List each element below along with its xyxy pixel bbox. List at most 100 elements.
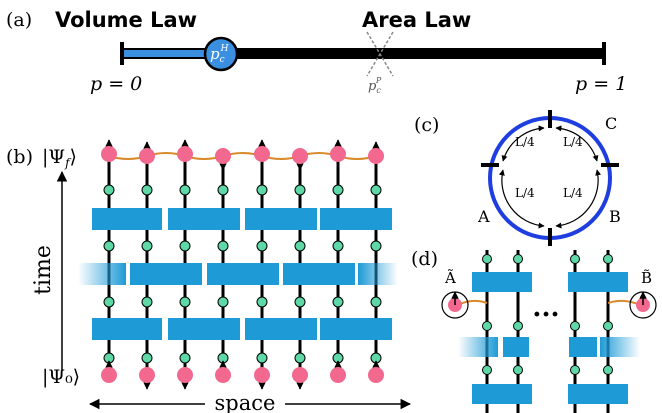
measurement-dot	[294, 240, 306, 252]
measurement-dot	[570, 321, 580, 331]
final-qubit	[177, 146, 193, 162]
panel-c-label: (c)	[414, 114, 439, 136]
initial-qubit	[101, 367, 117, 383]
measurement-dot	[603, 321, 613, 331]
boundary-gate-left	[78, 263, 126, 285]
measurement-dot	[217, 184, 229, 196]
volume-phase-segment	[124, 50, 218, 57]
two-qubit-gate	[320, 208, 392, 230]
measurement-dot	[103, 240, 115, 252]
two-qubit-gate	[472, 384, 532, 404]
measurement-dot	[256, 184, 268, 196]
final-qubit	[215, 148, 231, 164]
measurement-dot	[370, 296, 382, 308]
measurement-dot	[141, 184, 153, 196]
final-qubit	[254, 146, 270, 162]
quarter-arrow-bl	[498, 169, 545, 229]
region-c-label: C	[605, 114, 617, 133]
quarter-label-tl: L/4	[515, 135, 535, 149]
measurement-dot	[332, 240, 344, 252]
two-qubit-gate	[130, 263, 202, 285]
measurement-dot	[294, 184, 306, 196]
initial-qubit	[254, 367, 270, 383]
measurement-dot	[294, 296, 306, 308]
area-phase-segment	[220, 48, 604, 59]
final-state-label: |Ψf⟩	[42, 146, 77, 170]
initial-qubit	[139, 367, 155, 383]
measurement-dot	[513, 365, 523, 375]
volume-law-label: Volume Law	[55, 8, 197, 32]
boundary-gate-right	[358, 263, 398, 285]
p-one-label: p = 1	[575, 73, 627, 95]
two-qubit-gate	[245, 318, 317, 340]
panel-d: (d) Ã B̃ ...	[411, 248, 657, 413]
measurement-dot	[482, 254, 492, 264]
pc-hybrid-point	[203, 36, 239, 72]
measurement-dot	[370, 240, 382, 252]
circuit-b	[78, 139, 398, 390]
measurement-dot	[370, 184, 382, 196]
measurement-dot	[217, 240, 229, 252]
measurement-dot	[217, 296, 229, 308]
boundary-gate-right	[600, 337, 640, 357]
region-b-label: B	[609, 207, 621, 226]
two-qubit-gate	[569, 337, 597, 357]
two-qubit-gate	[92, 208, 162, 230]
panel-a: (a) Volume Law Area Law pcP pcH p = 0 p …	[6, 8, 627, 95]
two-qubit-gate	[568, 272, 628, 292]
panel-a-label: (a)	[6, 9, 32, 31]
p-zero-label: p = 0	[90, 73, 142, 95]
measurement-dot	[513, 321, 523, 331]
initial-qubit	[330, 367, 346, 383]
measurement-dot	[482, 365, 492, 375]
measurement-dot	[256, 240, 268, 252]
measurement-dot	[332, 184, 344, 196]
measurement-dot	[570, 254, 580, 264]
right-ancilla-label: B̃	[641, 269, 652, 287]
two-qubit-gate	[283, 263, 355, 285]
area-law-label: Area Law	[362, 8, 471, 32]
boundary-gate-left	[458, 337, 498, 357]
quarter-arrow-br	[555, 169, 602, 229]
two-qubit-gate	[168, 318, 240, 340]
measurement-dot	[256, 296, 268, 308]
measurement-dot	[141, 240, 153, 252]
quarter-arrow-tr	[555, 125, 599, 162]
initial-qubit	[177, 367, 193, 383]
panel-d-label: (d)	[411, 248, 438, 270]
measurement-dot	[294, 352, 306, 364]
quarter-label-br: L/4	[563, 186, 583, 200]
two-qubit-gate	[320, 318, 392, 340]
ancilla-link-left	[457, 299, 488, 306]
measurement-dot	[179, 184, 191, 196]
measurement-dot	[179, 240, 191, 252]
final-qubit	[101, 146, 117, 162]
panel-c: (c) L/4 L/4 L/4 L/4 A B C	[414, 110, 621, 246]
measurement-dot	[141, 352, 153, 364]
two-qubit-gate	[168, 208, 240, 230]
measurement-dot	[103, 296, 115, 308]
two-qubit-gate	[92, 318, 162, 340]
right-end-tick	[602, 42, 606, 65]
panel-b: (b) |Ψf⟩ |Ψ₀⟩ time space	[6, 139, 412, 413]
measurement-dot	[179, 352, 191, 364]
two-qubit-gate	[568, 384, 628, 404]
measurement-dot	[179, 296, 191, 308]
two-qubit-gate	[503, 337, 529, 357]
initial-state-label: |Ψ₀⟩	[42, 366, 80, 388]
time-axis-label: time	[31, 245, 56, 295]
two-qubit-gate	[207, 263, 279, 285]
final-qubit	[292, 148, 308, 164]
space-label-bg	[205, 393, 285, 413]
pc-hybrid-label: pcH	[210, 44, 229, 65]
space-axis-label: space	[215, 391, 276, 413]
final-qubit	[330, 146, 346, 162]
quarter-label-bl: L/4	[515, 186, 535, 200]
quarter-label-tr: L/4	[563, 135, 583, 149]
initial-qubit	[215, 367, 231, 383]
initial-qubit	[368, 367, 384, 383]
two-qubit-gate	[245, 208, 317, 230]
ellipsis: ...	[532, 293, 559, 323]
measurement-dot	[256, 352, 268, 364]
ancilla-link-right	[607, 299, 641, 306]
